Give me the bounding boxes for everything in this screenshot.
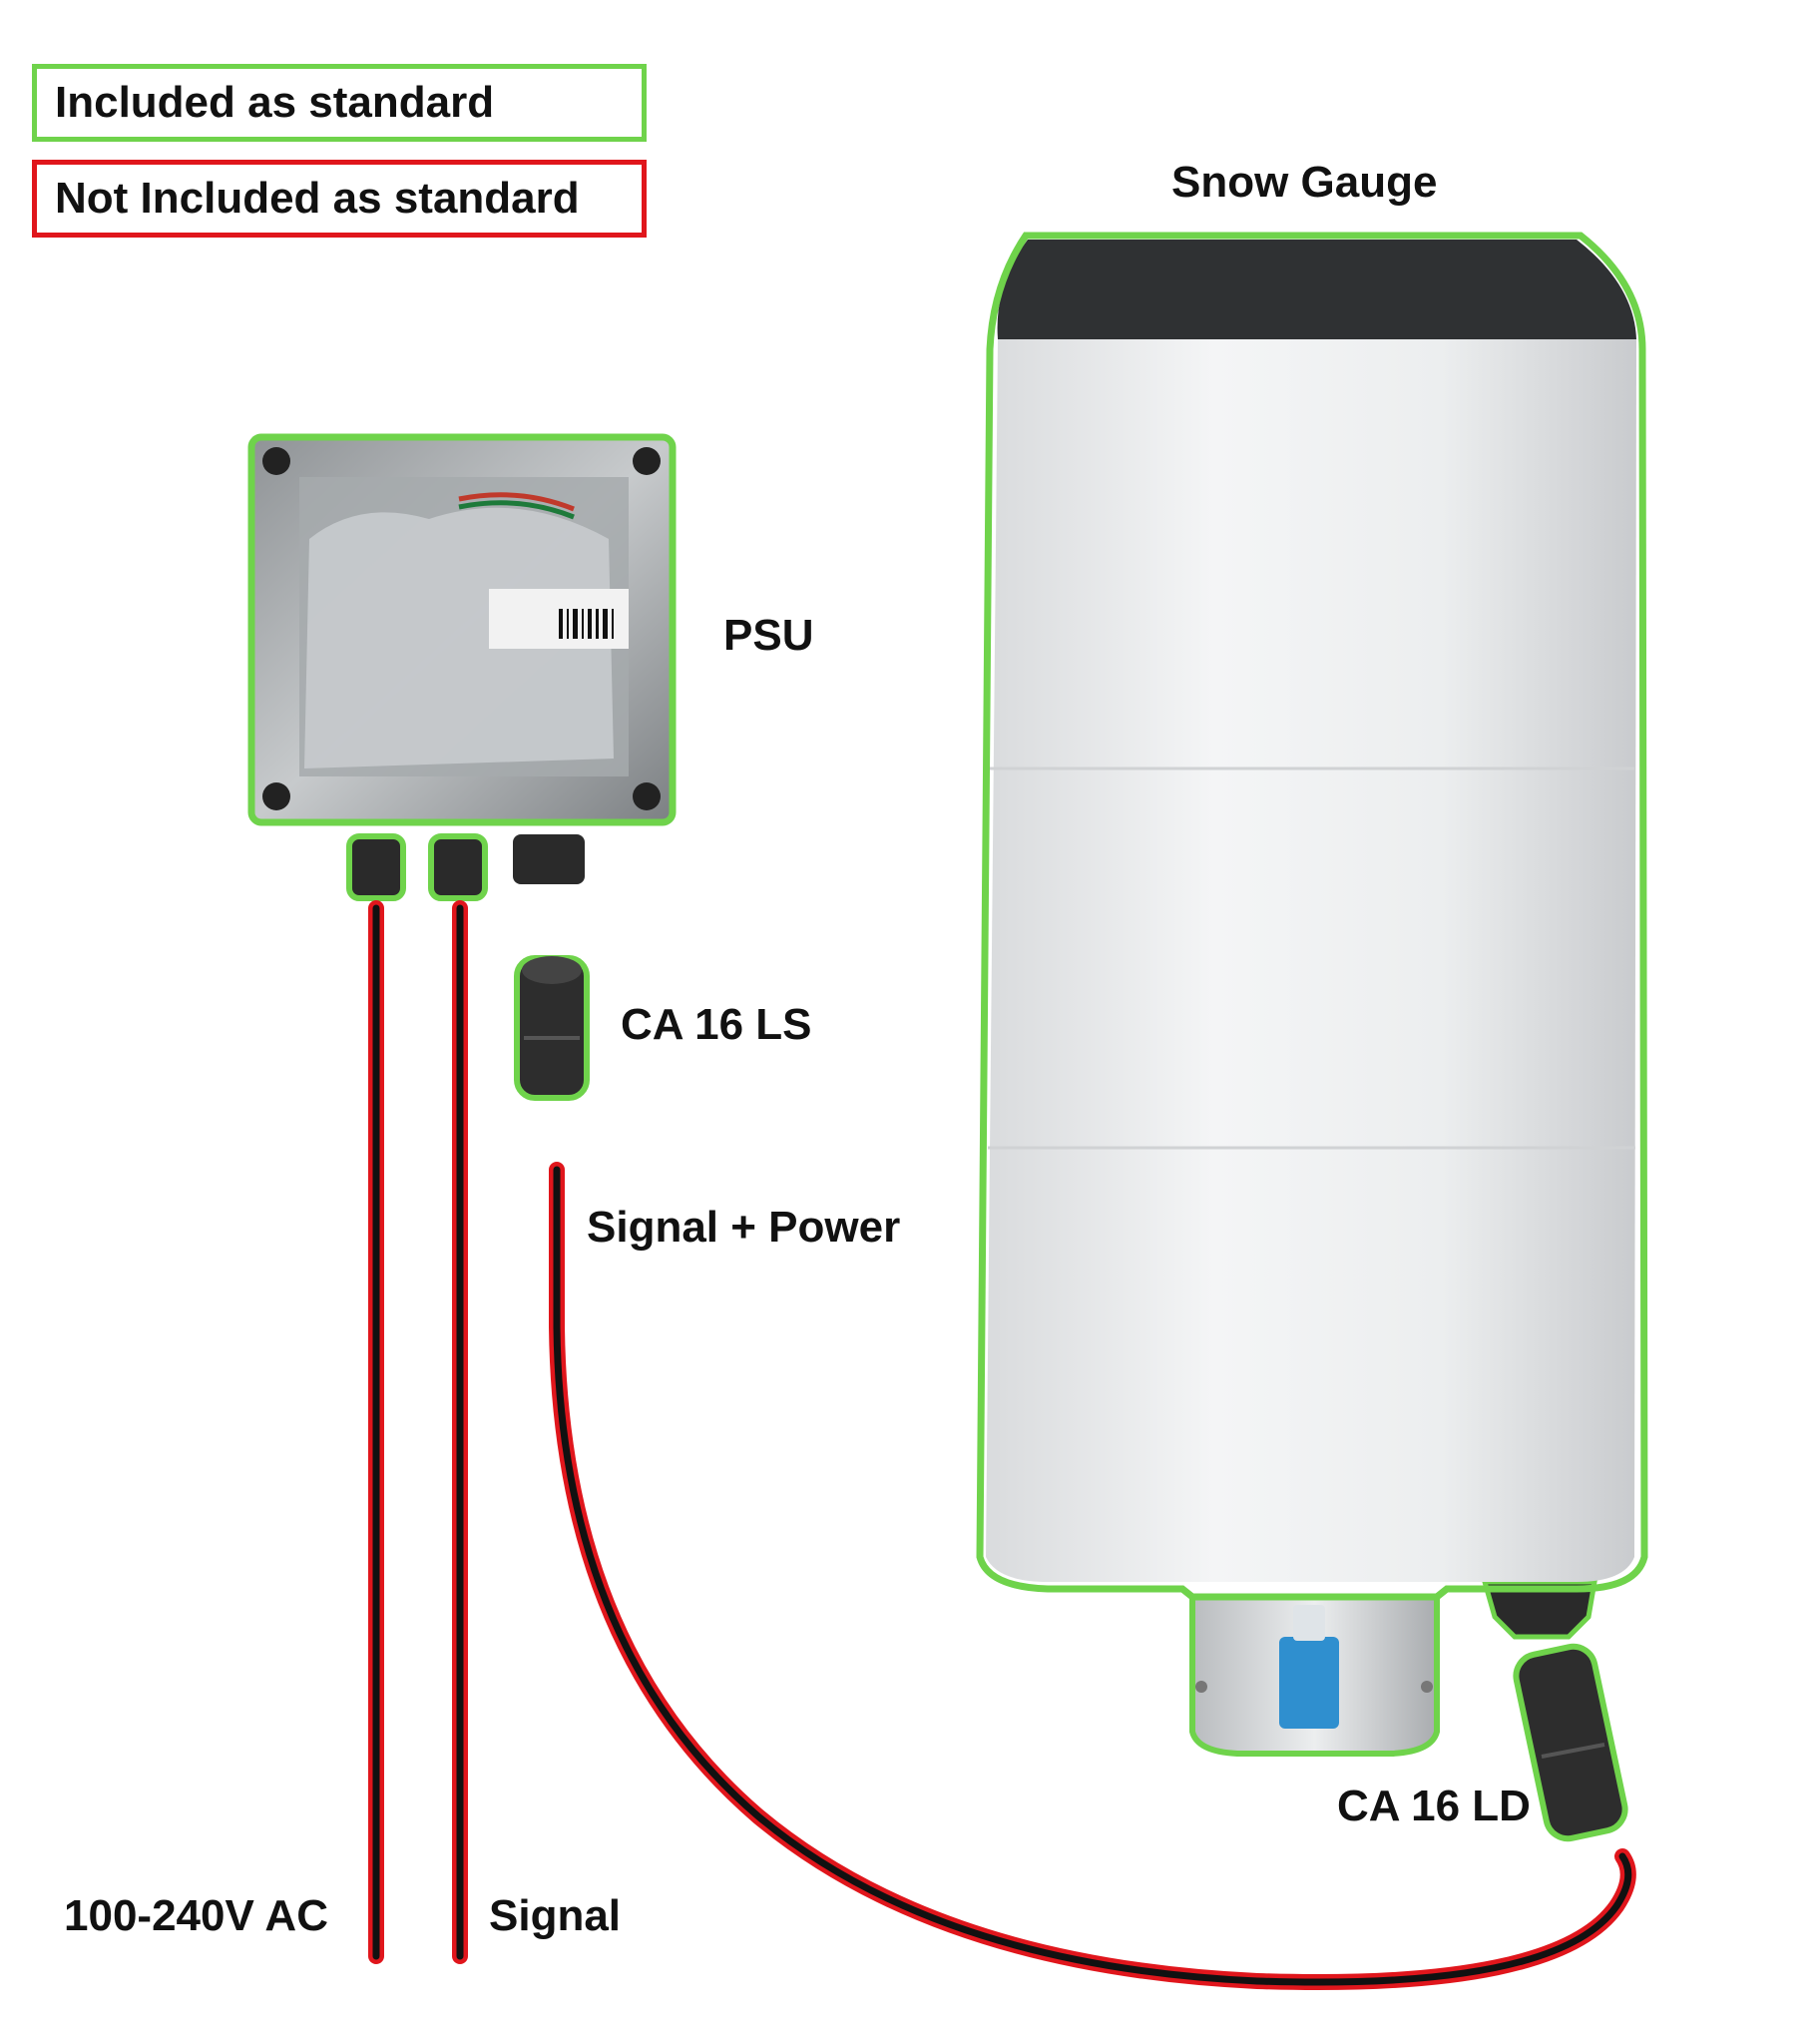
ca16ls-label: CA 16 LS [621,1000,812,1050]
signal-label: Signal [489,1891,621,1941]
gauge-body [986,339,1636,1582]
screw-icon [633,447,661,475]
snow-gauge-label: Snow Gauge [1171,158,1437,208]
screw-icon [633,782,661,810]
screw-icon [262,447,290,475]
psu-box [251,437,673,898]
blue-connector [1279,1637,1339,1729]
psu-socket [513,834,585,884]
ac-label: 100-240V AC [64,1891,328,1941]
screw-icon [262,782,290,810]
signal-power-label: Signal + Power [587,1203,900,1253]
ca16ls-connector [517,956,587,1098]
psu-label: PSU [723,611,813,661]
psu-gland-ac [349,836,403,898]
snow-gauge [980,236,1644,1754]
gauge-cap [998,240,1636,339]
psu-gland-signal [431,836,485,898]
ca16ld-label: CA 16 LD [1337,1782,1531,1831]
